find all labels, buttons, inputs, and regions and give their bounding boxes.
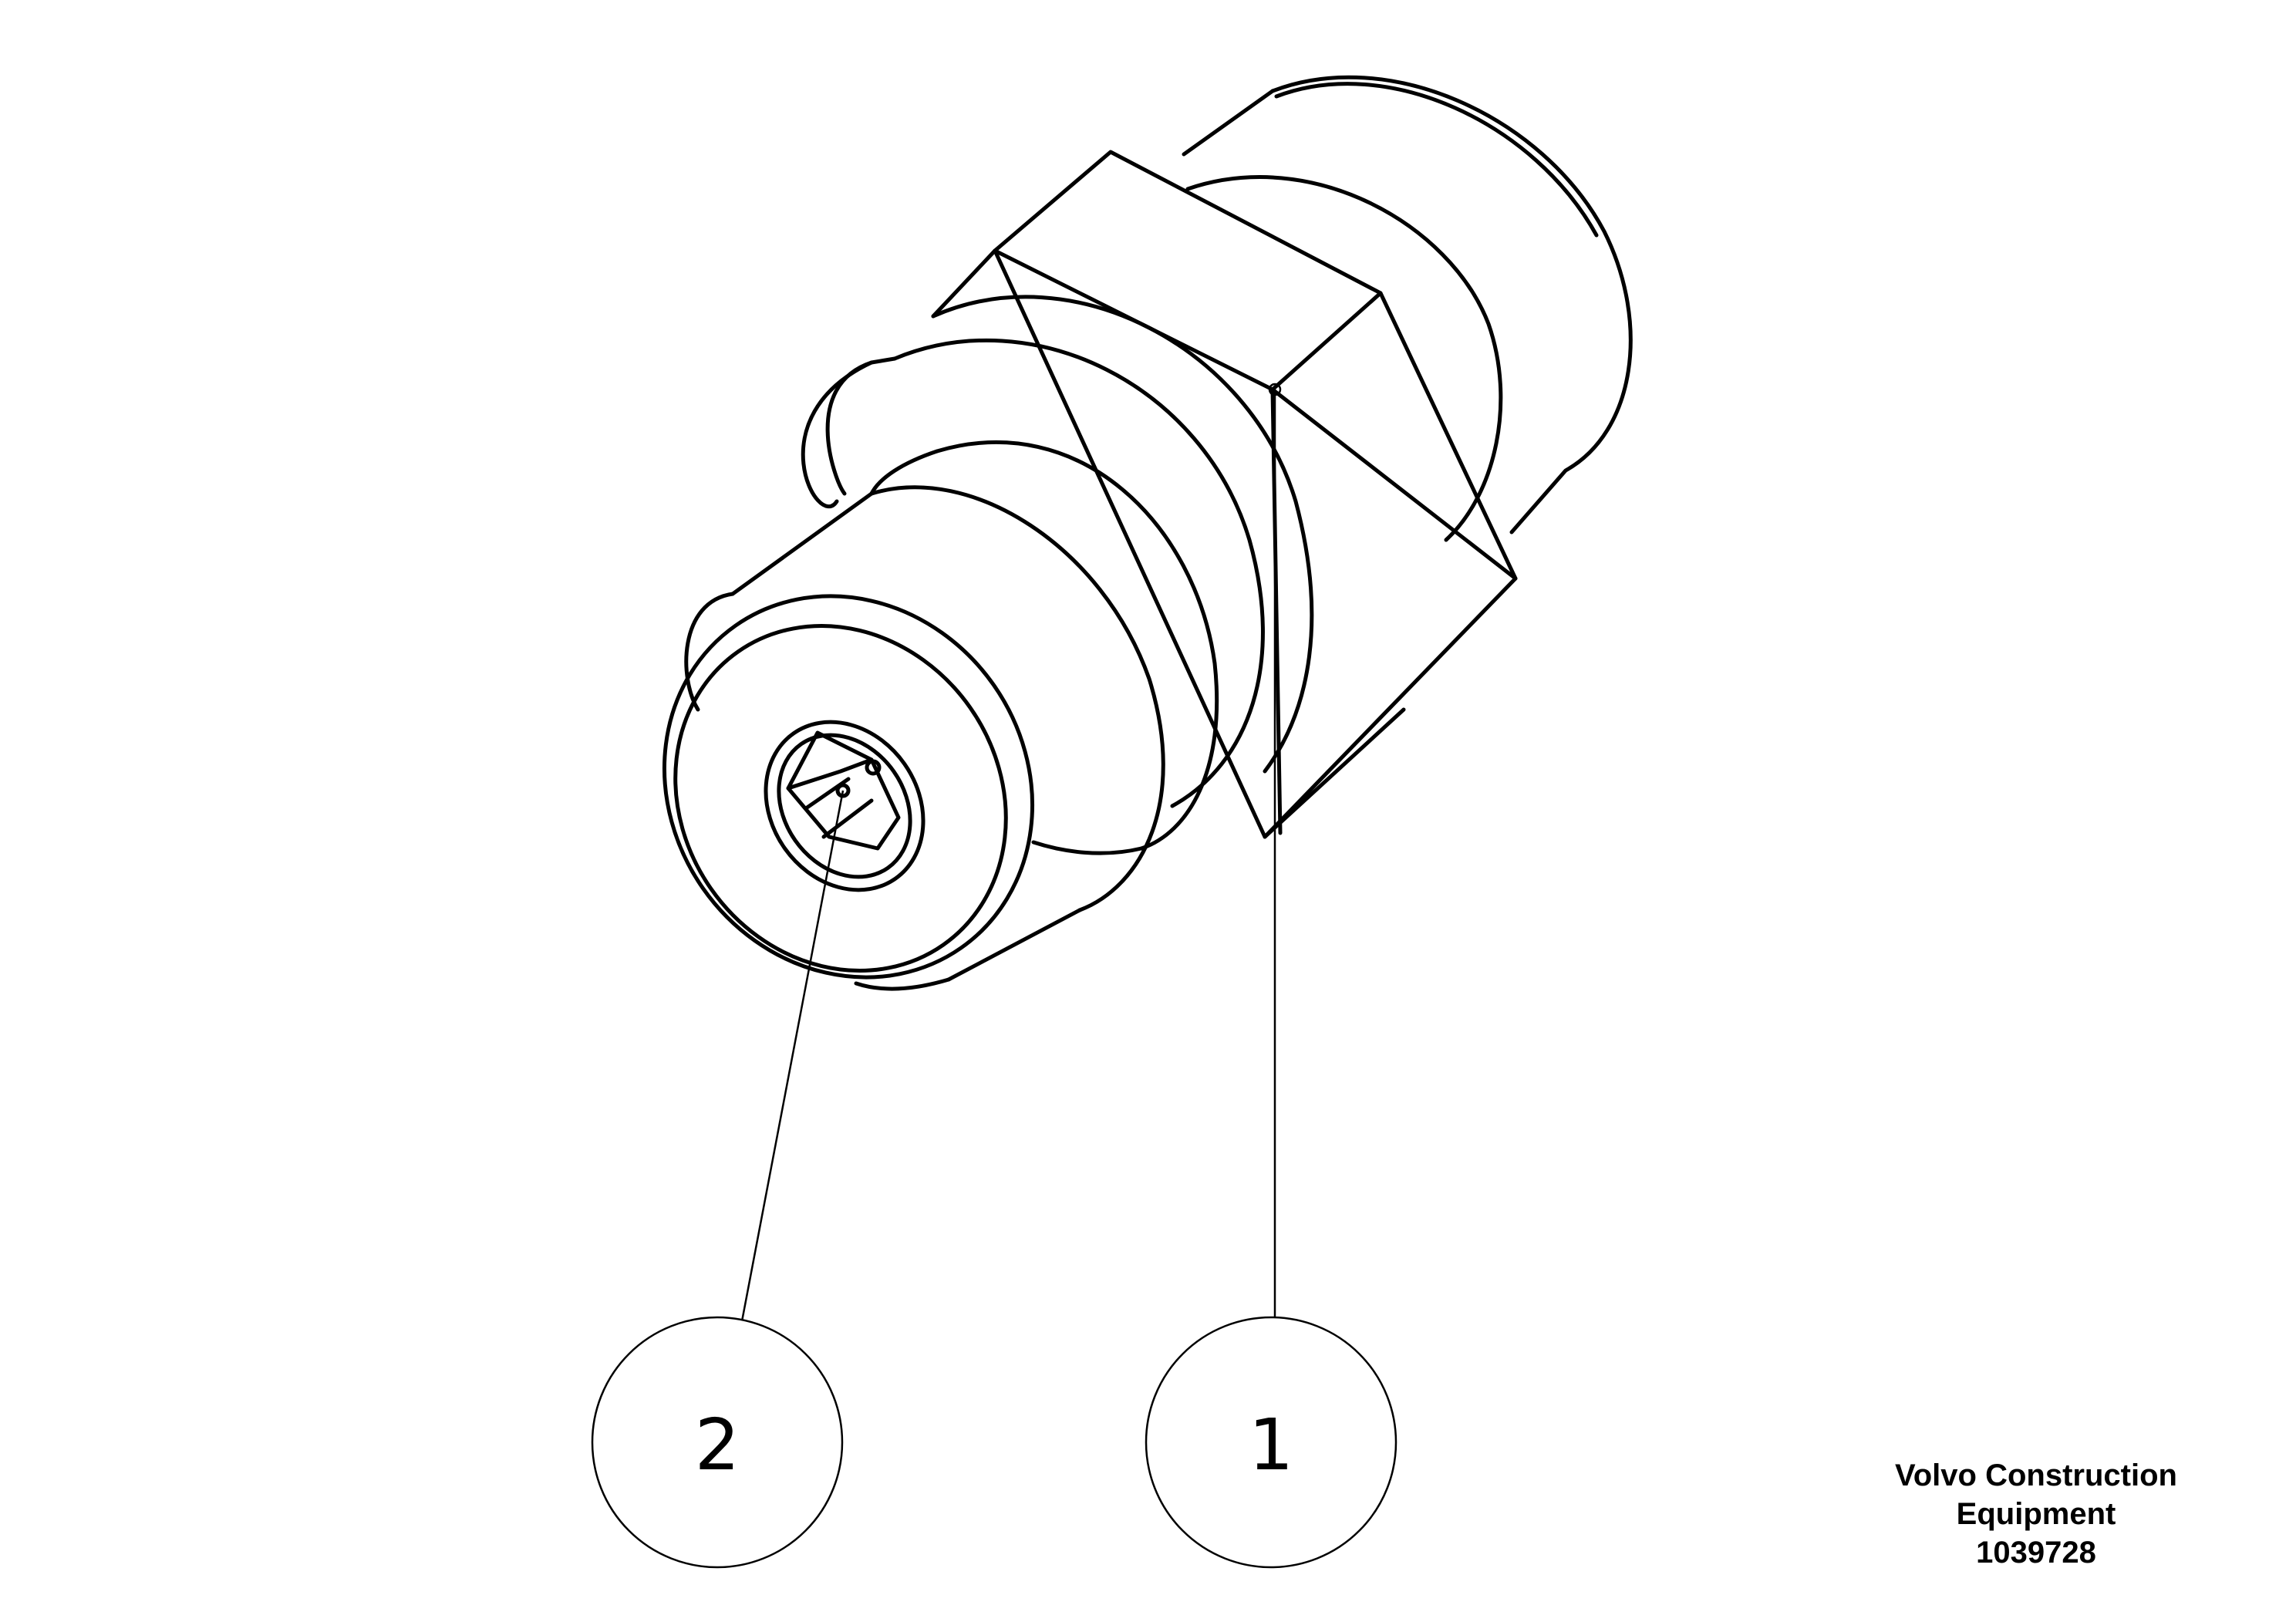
title-block: Volvo Construction Equipment 1039728 [1836,1456,2237,1572]
rear-body [1182,75,1633,542]
callout-1: 1 [1145,1316,1397,1569]
company-name-line2: Equipment [1956,1497,2116,1531]
collar [801,248,1314,808]
callout-1-label: 1 [1249,1404,1294,1486]
groove-ring [869,440,1219,855]
leader-line-2 [740,790,845,1322]
leader-origin-1 [1268,383,1282,396]
drawing-number: 1039728 [1976,1536,2096,1570]
hex-nut [993,150,1518,839]
callout-2: 2 [591,1316,844,1569]
hex-socket [786,730,901,851]
callout-2-label: 2 [695,1404,740,1486]
front-barrel [662,485,1165,991]
company-name-line1: Volvo Construction [1895,1458,2177,1492]
